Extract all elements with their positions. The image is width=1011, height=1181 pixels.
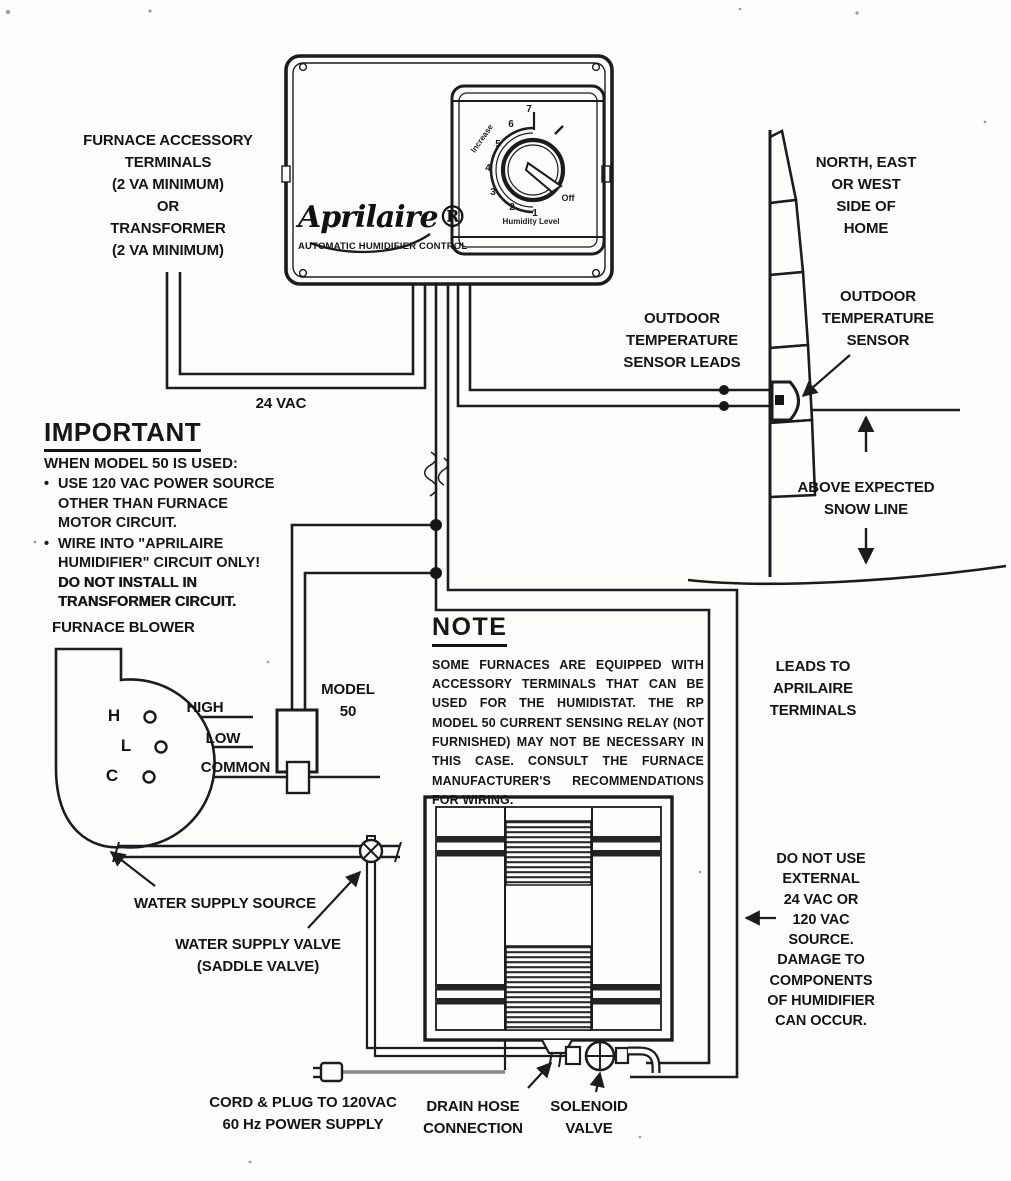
label-furnace-blower: FURNACE BLOWER xyxy=(52,619,195,636)
control-dial-panel xyxy=(450,84,606,256)
junction-dot xyxy=(719,401,729,411)
house-siding xyxy=(768,129,817,577)
water-piping xyxy=(112,841,566,1058)
label-cord-and-plug: CORD & PLUG TO 120VAC 60 Hz POWER SUPPLY xyxy=(209,1094,397,1134)
arrow-to-drain xyxy=(527,1061,553,1089)
saddle-valve xyxy=(358,835,384,864)
dial-number: 4 xyxy=(485,163,491,174)
label-24-vac: 24 VAC xyxy=(255,395,307,412)
wire-splice-marks xyxy=(423,451,449,497)
power-cord xyxy=(313,1040,507,1083)
note-callout: NOTE SOME FURNACES ARE EQUIPPED WITH ACC… xyxy=(432,613,704,811)
terminal-l xyxy=(154,740,168,754)
important-bullet-text: WIRE INTO "APRILAIRE HUMIDIFIER" CIRCUIT… xyxy=(58,536,261,572)
junction-dot xyxy=(430,567,442,579)
label-wire-low: LOW xyxy=(205,730,241,747)
solenoid-valve-device xyxy=(564,1040,661,1073)
aprilaire-logo: Aprilaire® AUTOMATIC HUMIDIFIER CONTROL xyxy=(298,200,468,252)
wire-sensor-lead-outer xyxy=(468,284,772,392)
label-solenoid-valve: SOLENOID VALVE xyxy=(550,1098,628,1138)
dial-caption: Humidity Level xyxy=(503,217,560,226)
humidifier-control-box xyxy=(281,54,614,286)
important-bullet: WIRE INTO "APRILAIRE HUMIDIFIER" CIRCUIT… xyxy=(44,535,284,612)
label-above-snow-line: ABOVE EXPECTED SNOW LINE xyxy=(797,479,935,519)
wire-24vac-inner xyxy=(178,272,415,376)
label-wire-common: COMMON xyxy=(200,759,271,776)
arrow-to-supply-pipe xyxy=(109,851,156,887)
label-leads-to-aprilaire: LEADS TO APRILAIRE TERMINALS xyxy=(769,658,857,720)
important-heading: IMPORTANT xyxy=(44,418,202,452)
label-wire-high: HIGH xyxy=(186,699,224,716)
label-outdoor-temperature-sensor: OUTDOOR TEMPERATURE SENSOR xyxy=(822,288,934,350)
dial-pointer xyxy=(524,161,563,194)
dial-number: 6 xyxy=(508,119,514,130)
important-bullet-bold: DO NOT INSTALL IN TRANSFORMER CIRCUIT. xyxy=(58,574,237,611)
humidifier-cabinet xyxy=(423,795,674,1042)
outdoor-sensor-device xyxy=(770,380,800,422)
note-heading: NOTE xyxy=(432,613,508,647)
terminal-h xyxy=(143,710,157,724)
plug-icon xyxy=(313,1061,344,1083)
label-drain-hose-connection: DRAIN HOSE CONNECTION xyxy=(423,1098,523,1138)
wire-model50-upper xyxy=(290,523,432,710)
wire-humidifier-outer xyxy=(446,284,739,1079)
aprilaire-logo-subtitle: AUTOMATIC HUMIDIFIER CONTROL xyxy=(298,241,468,252)
label-do-not-use-warning: DO NOT USE EXTERNAL 24 VAC OR 120 VAC SO… xyxy=(767,851,875,1030)
label-house-side: NORTH, EAST OR WEST SIDE OF HOME xyxy=(815,154,917,238)
important-bullet: USE 120 VAC POWER SOURCE OTHER THAN FURN… xyxy=(44,475,284,533)
water-panel-bottom xyxy=(505,945,592,1031)
junction-dot xyxy=(719,385,729,395)
important-intro: WHEN MODEL 50 IS USED: xyxy=(44,454,238,472)
dial-number: 5 xyxy=(495,139,501,150)
logo-swoosh xyxy=(309,233,431,254)
junction-dots xyxy=(430,385,729,579)
dial-number: 3 xyxy=(490,187,496,198)
dial-off-label: Off xyxy=(562,193,576,203)
terminal-c xyxy=(142,770,156,784)
important-bullet-text: USE 120 VAC POWER SOURCE OTHER THAN FURN… xyxy=(58,476,275,531)
snow-line-measure xyxy=(687,408,1007,586)
important-list: USE 120 VAC POWER SOURCE OTHER THAN FURN… xyxy=(44,475,284,612)
ground-line xyxy=(687,564,1007,586)
model-50-relay xyxy=(275,708,319,795)
arrow-to-saddle-valve xyxy=(307,870,362,929)
wire-humidifier-inner xyxy=(434,284,711,1065)
label-terminal-c: C xyxy=(105,766,119,785)
dial-number: 2 xyxy=(509,202,515,213)
dial-number: 1 xyxy=(532,208,538,219)
arrow-to-solenoid xyxy=(589,1071,605,1093)
junction-dot xyxy=(430,519,442,531)
label-terminal-h: H xyxy=(107,706,121,725)
label-furnace-accessory-terminals: FURNACE ACCESSORY TERMINALS (2 VA MINIMU… xyxy=(83,132,253,260)
humidity-dial xyxy=(489,112,566,214)
furnace-blower xyxy=(54,647,216,849)
callout-arrows xyxy=(109,354,851,1093)
label-terminal-l: L xyxy=(120,736,132,755)
label-water-supply-valve: WATER SUPPLY VALVE (SADDLE VALVE) xyxy=(175,936,341,976)
note-body: SOME FURNACES ARE EQUIPPED WITH ACCESSOR… xyxy=(432,657,704,808)
label-outdoor-sensor-leads: OUTDOOR TEMPERATURE SENSOR LEADS xyxy=(623,310,741,372)
wire-sensor-lead-inner xyxy=(456,284,772,408)
wire-24vac-outer xyxy=(165,272,427,390)
aprilaire-logo-text: Aprilaire® xyxy=(298,200,468,235)
water-line-down xyxy=(365,862,566,1050)
arrow-to-sensor xyxy=(801,354,851,398)
paper-speckles xyxy=(6,7,987,1164)
label-water-supply-source: WATER SUPPLY SOURCE xyxy=(133,895,317,912)
label-model-50: MODEL 50 xyxy=(321,681,375,721)
important-callout: IMPORTANT WHEN MODEL 50 IS USED: USE 120… xyxy=(44,418,284,614)
wire-model50-lower xyxy=(303,571,432,710)
water-panel-top xyxy=(505,820,592,886)
dial-number: 7 xyxy=(526,104,532,115)
